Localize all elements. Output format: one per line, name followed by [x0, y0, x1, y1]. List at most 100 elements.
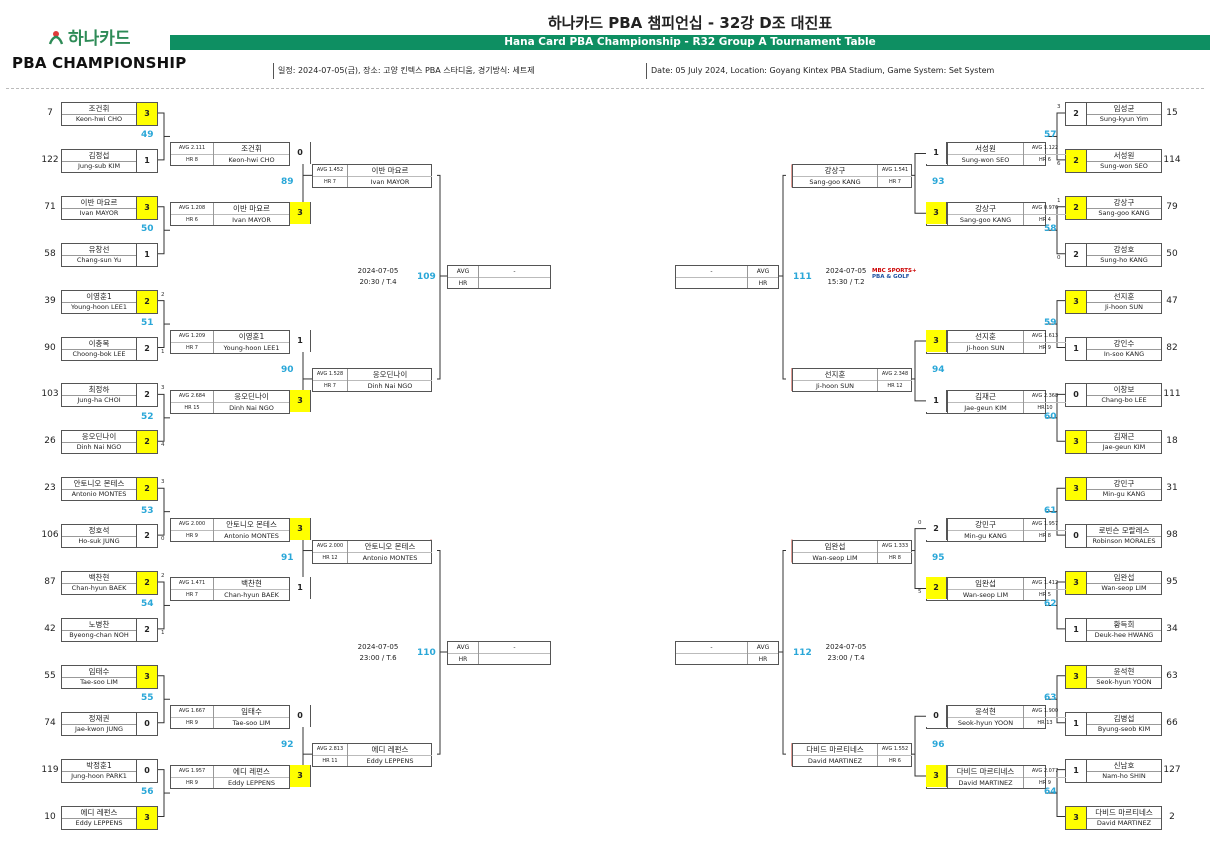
- tiebreak-score: 1: [1057, 197, 1061, 204]
- r2-match-number: 96: [932, 740, 945, 751]
- set-score: 3: [136, 102, 158, 126]
- qf-name-ko: 에디 레펀스: [348, 744, 432, 757]
- player-name-en: Sung-ho KANG: [1100, 255, 1148, 264]
- player-name-ko: 이창보: [1087, 384, 1161, 397]
- r1-seed: 74: [44, 717, 56, 728]
- sf-name: -: [676, 642, 748, 664]
- tiebreak-score: 2: [161, 291, 165, 298]
- sf-match-number: 112: [793, 648, 812, 658]
- player-name-en: Robinson MORALES: [1092, 537, 1156, 546]
- sf-time: 20:30 / T.4: [359, 278, 397, 286]
- player-name-en: Tae-soo LIM: [80, 677, 118, 686]
- r2-name-en: Sung-won SEO: [961, 156, 1010, 165]
- qf-name-en: Ji-hoon SUN: [815, 381, 855, 390]
- set-score: 3: [1065, 477, 1087, 502]
- r2-name-ko: 서성원: [948, 143, 1023, 156]
- player-name-ko: 이반 마요르: [62, 197, 136, 209]
- r2-set-score: 2: [926, 517, 947, 540]
- r1-seed: 82: [1166, 342, 1178, 353]
- qf-name-en: Antonio MONTES: [362, 553, 418, 562]
- r1-seed: 114: [1163, 154, 1181, 165]
- sf-hr: HR: [758, 656, 768, 663]
- sf-match-number: 111: [793, 272, 812, 282]
- r2-name-en: Ji-hoon SUN: [966, 344, 1005, 353]
- r2-set-score: 3: [289, 389, 311, 412]
- page-title: 하나카드 PBA 챔피언십 - 32강 D조 대진표: [547, 14, 833, 32]
- set-score: 0: [1065, 524, 1087, 549]
- sf-time: 15:30 / T.2: [827, 278, 865, 286]
- r2-hr: HR 7: [185, 592, 198, 599]
- connector-line: [157, 769, 165, 817]
- match-number: 63: [1044, 693, 1057, 704]
- broadcast-logo: MBC SPORTS+PBA & GOLF: [872, 268, 920, 288]
- player-name-ko: 윤석현: [1087, 666, 1161, 678]
- r2-avg: AVG 2.000: [171, 519, 213, 531]
- r2-avg: AVG 1.209: [171, 331, 213, 344]
- set-score: 2: [136, 383, 158, 408]
